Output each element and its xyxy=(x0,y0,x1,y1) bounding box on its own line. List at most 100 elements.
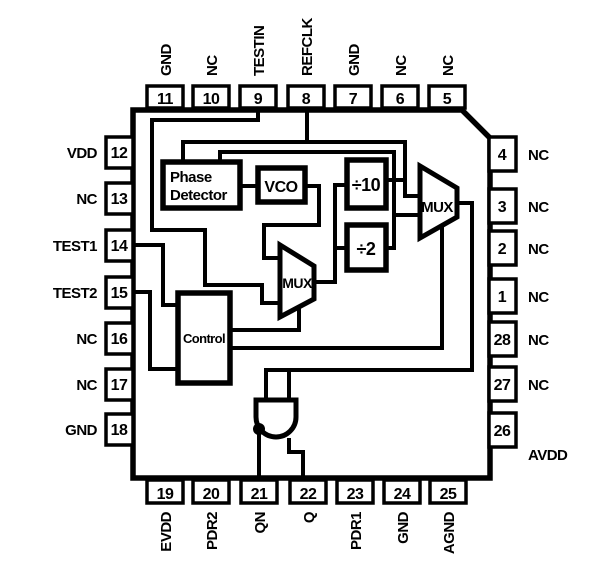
pin-box-10 xyxy=(191,84,231,110)
pin-number-4: 4 xyxy=(498,147,507,164)
wire-control-to-top-mux-select xyxy=(230,224,444,350)
pin-box-12 xyxy=(104,135,135,170)
pin-label-18: GND xyxy=(65,422,98,439)
pin-label-4: NC xyxy=(528,147,549,164)
pin-number-13: 13 xyxy=(111,191,128,208)
wire-test2-to-control xyxy=(133,290,178,371)
pin-label-10: NC xyxy=(204,55,221,76)
pin-label-15: TEST2 xyxy=(53,285,97,302)
pin-box-7 xyxy=(333,84,373,110)
pin-label-1: NC xyxy=(528,289,549,306)
pin-label-26: AVDD xyxy=(528,447,568,464)
pins-top: 11 10 9 8 7 6 5 GND NC TESTIN REFCLK GND… xyxy=(145,18,467,110)
pin-number-23: 23 xyxy=(347,486,364,503)
pin-number-10: 10 xyxy=(203,91,220,108)
pin-number-7: 7 xyxy=(349,91,358,108)
div2-label: ÷2 xyxy=(357,239,376,259)
wire-testin-to-mid-mux xyxy=(150,108,280,305)
pin-box-15 xyxy=(104,275,135,310)
wire-control-to-mid-mux-select xyxy=(230,307,301,332)
pin-box-28 xyxy=(487,320,518,358)
pin-label-13: NC xyxy=(76,191,97,208)
pin-label-11: GND xyxy=(158,44,175,77)
vco-label: VCO xyxy=(264,179,297,196)
pin-box-25 xyxy=(428,478,468,505)
wire-mid-mux-to-div10 xyxy=(314,183,347,284)
pin-number-27: 27 xyxy=(494,377,511,394)
wire-feedback-net xyxy=(218,150,396,250)
pin-box-18 xyxy=(104,412,135,447)
pin-label-20: PDR2 xyxy=(204,512,221,550)
pin-label-16: NC xyxy=(76,331,97,348)
pin-number-26: 26 xyxy=(494,423,511,440)
pin-number-5: 5 xyxy=(443,91,452,108)
pin-label-8: REFCLK xyxy=(299,18,316,76)
pin-number-11: 11 xyxy=(157,91,174,108)
pin-label-23: PDR1 xyxy=(348,512,365,550)
phase-detector-label-line1: Phase xyxy=(170,169,212,186)
pin-box-27 xyxy=(487,365,518,403)
pin-box-2 xyxy=(487,229,518,267)
pin-box-26 xyxy=(487,411,518,449)
pin-label-7: GND xyxy=(346,44,363,77)
pin-number-3: 3 xyxy=(498,199,507,216)
pin-number-22: 22 xyxy=(300,486,317,503)
pin-box-23 xyxy=(335,478,375,505)
pin-number-21: 21 xyxy=(251,486,268,503)
pin-label-9: TESTIN xyxy=(251,26,268,76)
pin-box-14 xyxy=(104,228,135,263)
div10-label: ÷10 xyxy=(352,175,381,195)
pin-label-27: NC xyxy=(528,377,549,394)
div10-box xyxy=(344,157,389,211)
pin-box-17 xyxy=(104,367,135,402)
pin-number-24: 24 xyxy=(394,486,411,503)
pin-number-20: 20 xyxy=(203,486,220,503)
mux-top-shape xyxy=(417,161,460,243)
mux-mid-label: MUX xyxy=(282,275,313,291)
pin-number-15: 15 xyxy=(111,285,128,302)
pin-number-8: 8 xyxy=(302,91,311,108)
output-and-gate xyxy=(253,397,299,440)
pin-box-9 xyxy=(238,84,278,110)
pin-box-20 xyxy=(191,478,231,505)
pin-label-12: VDD xyxy=(67,145,98,162)
pin-label-22: Q xyxy=(301,511,318,523)
pin-number-25: 25 xyxy=(440,486,457,503)
pin-label-19: EVDD xyxy=(158,511,175,551)
qn-inversion-dot xyxy=(253,423,265,435)
pin-number-14: 14 xyxy=(111,238,128,255)
pin-label-5: NC xyxy=(440,55,457,76)
phase-detector-box xyxy=(160,159,243,211)
pin-number-12: 12 xyxy=(111,145,128,162)
pin-box-21 xyxy=(239,478,279,505)
pin-box-22 xyxy=(288,478,328,505)
pins-left: 12 13 14 15 16 17 18 VDD NC TEST1 TEST2 … xyxy=(53,135,135,447)
pin-label-25: AGND xyxy=(441,511,458,554)
pin-number-16: 16 xyxy=(111,331,128,348)
pin-box-19 xyxy=(145,478,185,505)
pin-label-14: TEST1 xyxy=(53,238,97,255)
pin-label-3: NC xyxy=(528,199,549,216)
pin-label-17: NC xyxy=(76,377,97,394)
wire-refclk-net xyxy=(181,140,420,198)
wire-vco-to-mid-mux xyxy=(262,184,321,260)
pin-number-1: 1 xyxy=(498,289,507,306)
wire-q-output xyxy=(287,438,305,480)
wire-mux-top-out-to-gate xyxy=(264,201,474,400)
pin-number-19: 19 xyxy=(157,486,174,503)
mux-mid-shape xyxy=(277,240,317,322)
pin-label-6: NC xyxy=(393,55,410,76)
pin-number-9: 9 xyxy=(254,91,263,108)
pin-label-28: NC xyxy=(528,332,549,349)
pin-box-24 xyxy=(382,478,422,505)
pin-box-3 xyxy=(487,187,518,225)
pins-bottom: 19 20 21 22 23 24 25 EVDD PDR2 QN Q PDR1… xyxy=(145,478,468,554)
pin-box-11 xyxy=(145,84,185,110)
pin-box-16 xyxy=(104,321,135,356)
pin-number-28: 28 xyxy=(494,332,511,349)
pin-number-2: 2 xyxy=(498,241,507,258)
pins-right: 4 3 2 1 28 27 26 NC NC NC NC NC NC AVDD xyxy=(487,135,569,464)
pin-box-5 xyxy=(427,84,467,110)
mux-top-label: MUX xyxy=(421,199,453,216)
